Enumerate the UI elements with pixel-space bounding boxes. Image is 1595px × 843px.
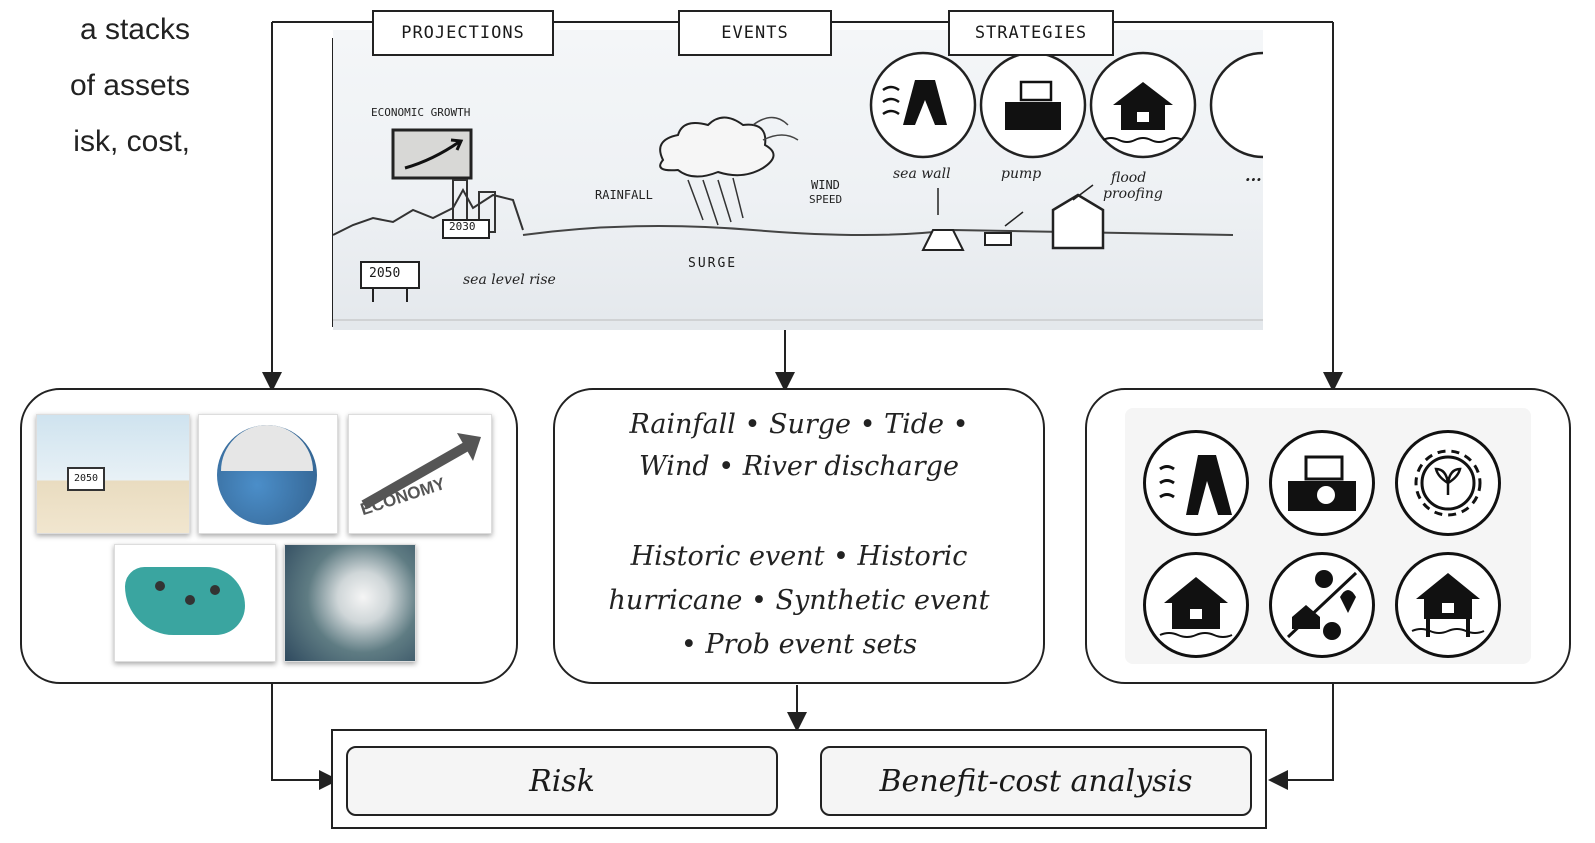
nature-based-gear-icon [1395, 430, 1501, 536]
buyout-icon [1269, 552, 1375, 658]
events-panel: Rainfall • Surge • Tide • Wind • River d… [553, 388, 1045, 684]
benefit-cost-analysis-box: Benefit-cost analysis [820, 746, 1252, 816]
sign-2050-label: 2050 [369, 266, 401, 281]
thumb-sea-level-sign: 2050 [36, 414, 190, 534]
sketch-drawing [333, 51, 1263, 321]
flood-proofing-icon [1143, 552, 1249, 658]
left-text-line-1: a stacks [79, 13, 190, 46]
sea-wall-label: sea wall [893, 166, 951, 182]
rainfall-label: RAINFALL [595, 188, 653, 202]
left-cutoff-text: a stacks of assets isk, cost, [0, 2, 190, 170]
left-text-line-3: isk, cost, [73, 125, 190, 158]
events-line-5: • Prob event sets [680, 629, 918, 660]
wind-speed-label-2: SPEED [809, 193, 843, 206]
events-line-4: hurricane • Synthetic event [608, 585, 990, 616]
economy-arrow-icon [361, 433, 481, 510]
sign-2030-label: 2030 [449, 220, 476, 233]
events-line-1: Rainfall • Surge • Tide • [629, 409, 969, 440]
flood-proofing-label-2: proofing [1103, 186, 1163, 202]
events-line-2: Wind • River discharge [639, 451, 959, 482]
thumb-globe-population [198, 414, 338, 534]
left-text-line-2: of assets [69, 69, 190, 102]
events-line-3: Historic event • Historic [630, 541, 968, 572]
sea-level-rise-label: sea level rise [463, 272, 556, 288]
ellipsis-label: ... [1245, 166, 1262, 185]
elevated-house-icon [1395, 552, 1501, 658]
flood-proofing-label-1: flood [1111, 170, 1147, 186]
pump-icon [1269, 430, 1375, 536]
surge-label: SURGE [688, 256, 738, 271]
tab-strategies: STRATEGIES [948, 10, 1114, 56]
strategies-panel [1085, 388, 1571, 684]
sea-wall-icon [1143, 430, 1249, 536]
thumb-us-map [114, 544, 276, 662]
economic-growth-label: ECONOMIC GROWTH [371, 106, 471, 119]
wind-speed-label-1: WIND [811, 178, 840, 192]
thumb-economy: ECONOMY [348, 414, 492, 534]
pump-label: pump [1001, 166, 1042, 182]
tab-events: EVENTS [678, 10, 832, 56]
projections-panel: 2050 ECONOMY [20, 388, 518, 684]
risk-box: Risk [346, 746, 778, 816]
tab-projections: PROJECTIONS [372, 10, 554, 56]
scenario-sketch: ECONOMIC GROWTH RAINFALL WIND SPEED sea … [333, 30, 1263, 330]
thumb-hurricane [284, 544, 416, 662]
thumb-sign-label: 2050 [67, 467, 105, 491]
